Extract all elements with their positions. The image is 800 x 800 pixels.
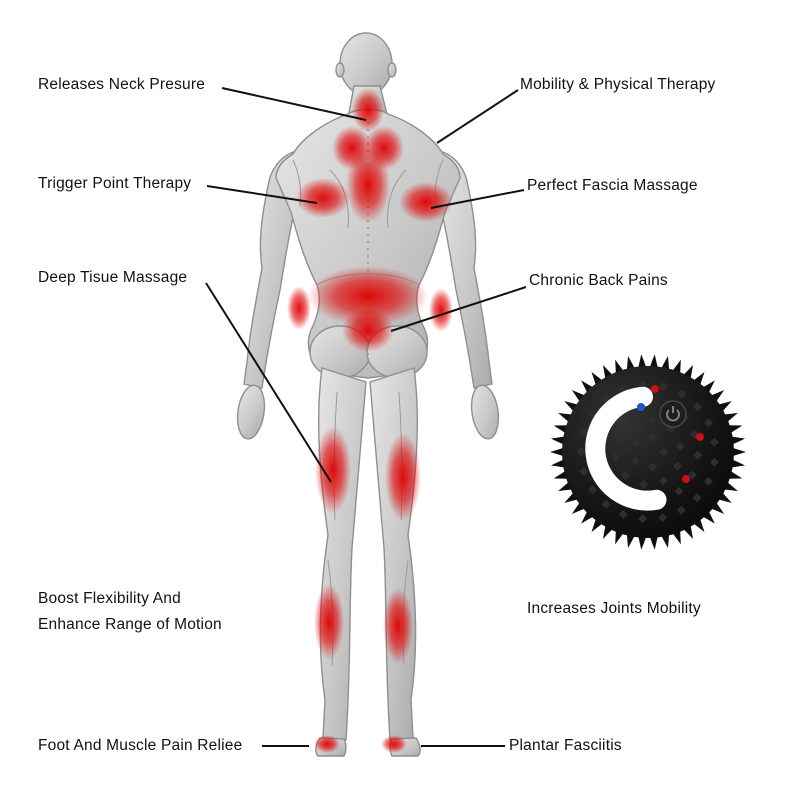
ball-dot-red-2 <box>696 433 704 441</box>
callout-line-neck <box>221 87 367 121</box>
figure-right-hand <box>470 384 500 440</box>
callout-line-deep <box>205 282 332 483</box>
ball-dot-red-1 <box>651 385 659 393</box>
label-deep-tissue-massage: Deep Tisue Massage <box>38 269 188 286</box>
callout-lines <box>205 87 527 747</box>
label-increases-joints-mobility: Increases Joints Mobility <box>527 600 701 617</box>
pain-highlights <box>287 88 453 753</box>
figure-left-leg <box>317 367 367 741</box>
label-boost-flexibility: Boost Flexibility And Enhance Range of M… <box>38 586 222 638</box>
label-boost-flexibility-line1: Boost Flexibility And <box>38 590 181 607</box>
label-foot-muscle-pain-relief: Foot And Muscle Pain Reliee <box>38 737 243 754</box>
label-perfect-fascia-massage: Perfect Fascia Massage <box>527 177 698 194</box>
label-boost-flexibility-line2: Enhance Range of Motion <box>38 616 222 633</box>
ball-dot-red-3 <box>682 475 690 483</box>
callout-line-trigger <box>206 185 318 204</box>
label-chronic-back-pains: Chronic Back Pains <box>529 272 668 289</box>
callout-line-fascia <box>430 189 525 209</box>
callout-line-mobility <box>436 89 519 144</box>
ball-white-band <box>585 386 667 511</box>
label-plantar-fasciitis: Plantar Fasciitis <box>509 737 622 754</box>
ball-power-button-icon <box>659 400 687 428</box>
figure-left-hand <box>236 384 266 440</box>
ball-dot-blue <box>637 403 645 411</box>
label-releases-neck-pressure: Releases Neck Presure <box>38 76 206 93</box>
figure-right-leg <box>369 367 419 741</box>
label-mobility-physical-therapy: Mobility & Physical Therapy <box>520 76 716 93</box>
massage-ball-graphic <box>550 354 746 550</box>
label-trigger-point-therapy: Trigger Point Therapy <box>38 175 192 192</box>
callout-line-chronic <box>390 286 527 332</box>
